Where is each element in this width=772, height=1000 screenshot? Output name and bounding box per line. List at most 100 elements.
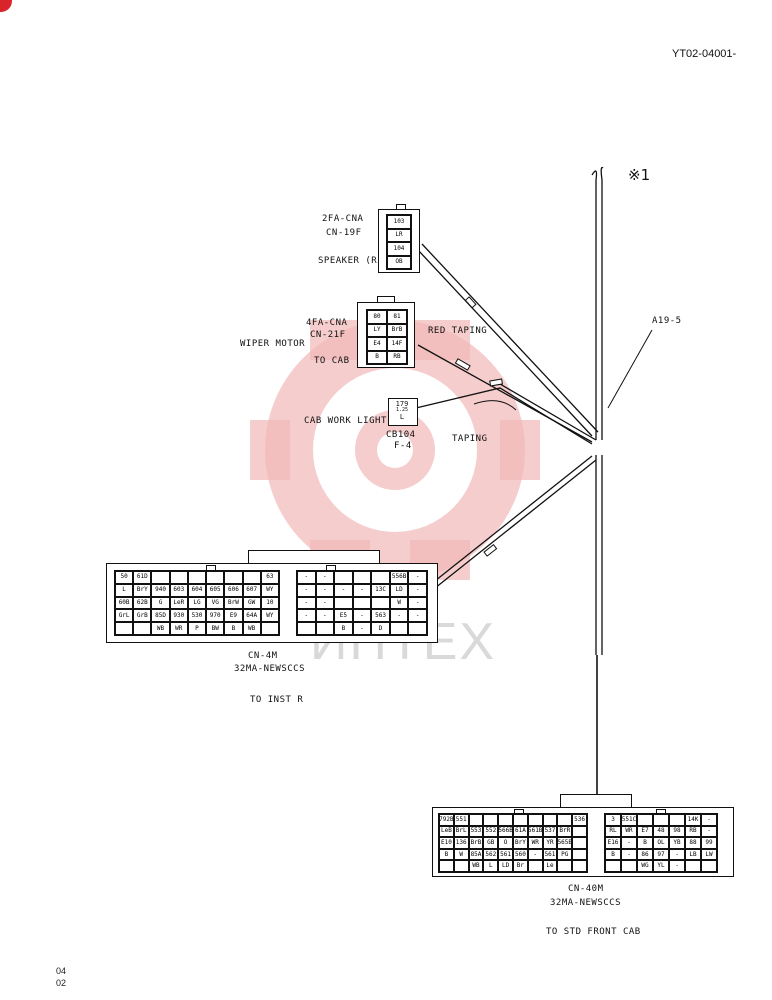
- pin-cell: 50: [115, 571, 134, 584]
- pin-cell: Br: [513, 860, 528, 872]
- pin-cell: GrL: [115, 609, 134, 623]
- pin-cell: RL: [605, 825, 621, 838]
- pin-cell: 930: [169, 609, 188, 623]
- pin-cell: 551: [453, 814, 469, 826]
- pin-cell: E10: [439, 837, 454, 849]
- pin-cell: [513, 814, 528, 826]
- pin-cell: -: [315, 596, 335, 610]
- pin-cell: LB: [685, 848, 701, 861]
- pin-cell: 530: [187, 609, 207, 623]
- document-code: YT02-04001-: [672, 48, 737, 60]
- pin-cell: [701, 860, 717, 872]
- pin-cell: 536: [572, 814, 587, 826]
- pin-cell: [605, 860, 621, 872]
- pin-cell: LD: [498, 860, 513, 872]
- pin-cell: WR: [527, 837, 543, 849]
- pin-cell: -: [701, 814, 717, 826]
- pin-cell: E4: [367, 337, 387, 351]
- cn40m-connector-id: CN-40M: [568, 884, 604, 894]
- pin-cell: [133, 622, 152, 635]
- worklight-connector-housing: [388, 398, 418, 426]
- pin-cell: [468, 814, 484, 826]
- pin-cell: 60B: [115, 596, 134, 610]
- pin-cell: 940: [151, 583, 170, 597]
- pin-cell: L: [115, 583, 134, 597]
- pin-cell: L: [483, 860, 499, 872]
- pin-cell: [498, 814, 513, 826]
- pin-cell: B: [637, 837, 653, 849]
- pin-cell: -: [408, 596, 427, 610]
- pin-cell: 551C: [621, 814, 637, 826]
- pin-cell: 553: [468, 825, 484, 838]
- pin-cell: GB: [483, 837, 499, 849]
- pin-cell: 3: [605, 814, 621, 826]
- pin-cell: BrB: [468, 837, 484, 849]
- pin-cell: WB: [242, 622, 261, 635]
- pin-cell: -: [701, 825, 717, 838]
- pin-cell: BW: [206, 622, 225, 635]
- pin-cell: WY: [260, 609, 279, 623]
- pin-cell: BrY: [133, 583, 152, 597]
- pin-cell: -: [527, 848, 543, 861]
- cn4m-connector-destination: TO INST R: [250, 695, 304, 705]
- speaker-connector-id: CN-19F: [326, 228, 362, 238]
- pin-cell: [557, 814, 573, 826]
- wiper-connector-desc: WIPER MOTOR: [240, 339, 306, 349]
- pin-cell: -: [352, 622, 372, 635]
- pin-cell: W: [453, 848, 469, 861]
- wiper-connector-id: CN-21F: [310, 330, 346, 340]
- pin-cell: 560: [513, 848, 528, 861]
- pin-cell: [242, 571, 261, 584]
- worklight-connector-pins: 179 1.25 L: [390, 400, 414, 422]
- pin-cell: BrR: [557, 825, 573, 838]
- pin-cell: 85D: [151, 609, 170, 623]
- cn40m-connector-type: 32MA-NEWSCCS: [550, 898, 622, 908]
- pin-cell: -: [621, 848, 637, 861]
- speaker-connector-pins: 103 LR 104 OB: [386, 214, 412, 270]
- pin-cell: BrW: [224, 596, 243, 610]
- pin-cell: 61D: [133, 571, 152, 584]
- pin-cell: 563: [371, 609, 390, 623]
- reference-mark: ※1: [628, 166, 651, 184]
- worklight-connector-id: CB104: [386, 430, 416, 440]
- pin-cell: LD: [389, 583, 409, 597]
- pin-cell: [371, 596, 390, 610]
- pin-cell: -: [297, 596, 316, 610]
- pin-cell: LY: [367, 323, 387, 337]
- pin-cell: O: [498, 837, 513, 849]
- wiper-connector-type: 4FA-CNA: [306, 318, 348, 328]
- pin-cell: [352, 571, 372, 584]
- pin-cell: [206, 571, 225, 584]
- pin-cell: -: [408, 583, 427, 597]
- pin-cell: P: [187, 622, 207, 635]
- pin-cell: -: [408, 609, 427, 623]
- pin-cell: 103: [387, 215, 411, 229]
- pin-cell: 561: [542, 848, 558, 861]
- pin-cell: 556B: [389, 571, 409, 584]
- pin-cell: B: [367, 350, 387, 364]
- pin-cell: [352, 596, 372, 610]
- pin-cell: 561B: [527, 825, 543, 838]
- pin-cell: 86: [637, 848, 653, 861]
- pin-cell: 562: [483, 848, 499, 861]
- pin-cell: WB: [468, 860, 484, 872]
- pin-cell: E16: [605, 837, 621, 849]
- pin-cell: 10: [260, 596, 279, 610]
- pin-cell: 605: [206, 583, 225, 597]
- pin-cell: 61A: [513, 825, 528, 838]
- wire-color: L: [399, 412, 405, 421]
- pin-cell: 537: [542, 825, 558, 838]
- pin-cell: [334, 596, 353, 610]
- pin-cell: OB: [387, 255, 411, 269]
- page-number-line1: 04: [56, 966, 67, 976]
- pin-cell: 566B: [498, 825, 513, 838]
- pin-cell: 88: [685, 837, 701, 849]
- pin-cell: B: [439, 848, 454, 861]
- pin-cell: WG: [637, 860, 653, 872]
- pin-cell: [187, 571, 207, 584]
- pin-cell: -: [408, 571, 427, 584]
